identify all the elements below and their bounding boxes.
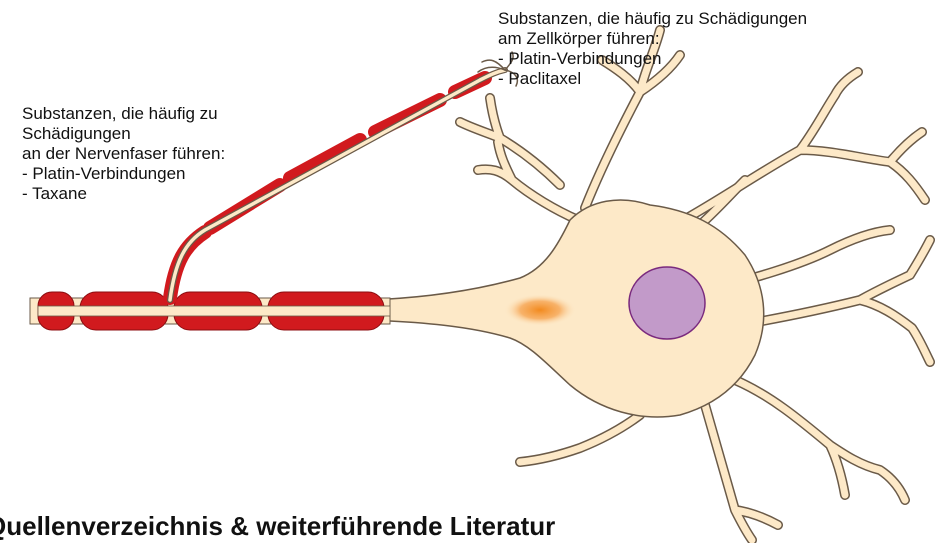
- cell-body-label-item1: - Platin-Verbindungen: [498, 49, 807, 69]
- nucleus: [629, 267, 705, 339]
- nerve-fiber-label-item1: - Platin-Verbindungen: [22, 164, 225, 184]
- section-heading: Quellenverzeichnis & weiterführende Lite…: [0, 511, 555, 541]
- main-axon: [30, 292, 390, 330]
- nerve-fiber-label-line3: an der Nervenfaser führen:: [22, 144, 225, 164]
- cell-body-damage-label: Substanzen, die häufig zu Schädigungen a…: [498, 9, 807, 89]
- nerve-fiber-label-item2: - Taxane: [22, 184, 225, 204]
- axon-hillock-damage: [504, 294, 576, 326]
- cell-body-label-item2: - Paclitaxel: [498, 69, 807, 89]
- cell-body-label-line1: Substanzen, die häufig zu Schädigungen: [498, 9, 807, 29]
- cell-body-label-line2: am Zellkörper führen:: [498, 29, 807, 49]
- axon-core: [38, 306, 390, 316]
- nerve-fiber-damage-label: Substanzen, die häufig zu Schädigungen a…: [22, 104, 225, 204]
- nerve-fiber-label-line1: Substanzen, die häufig zu: [22, 104, 225, 124]
- nerve-fiber-label-line2: Schädigungen: [22, 124, 225, 144]
